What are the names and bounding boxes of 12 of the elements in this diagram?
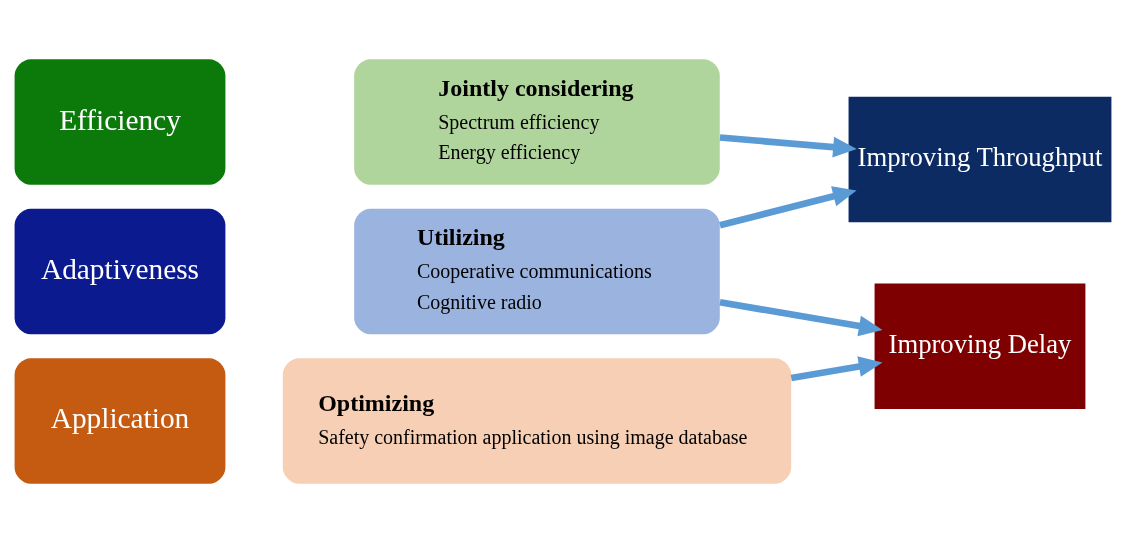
- node-box: Improving Throughput: [848, 96, 1112, 222]
- node-box: Utilizing Cooperative communications Cognitive radio: [354, 208, 720, 334]
- arrow: [719, 185, 857, 228]
- node-box: Optimizing Safety confirmation application using image database: [282, 357, 792, 484]
- arrow: [790, 355, 883, 381]
- node-box: Application: [14, 357, 226, 484]
- arrow: [719, 133, 857, 157]
- arrow: [719, 298, 883, 336]
- node-box: Improving Delay: [874, 283, 1086, 409]
- node-box: Jointly considering Spectrum efficiency Energy efficiency: [354, 58, 720, 185]
- node-box: Adaptiveness: [14, 208, 226, 334]
- node-box: Efficiency: [14, 58, 226, 185]
